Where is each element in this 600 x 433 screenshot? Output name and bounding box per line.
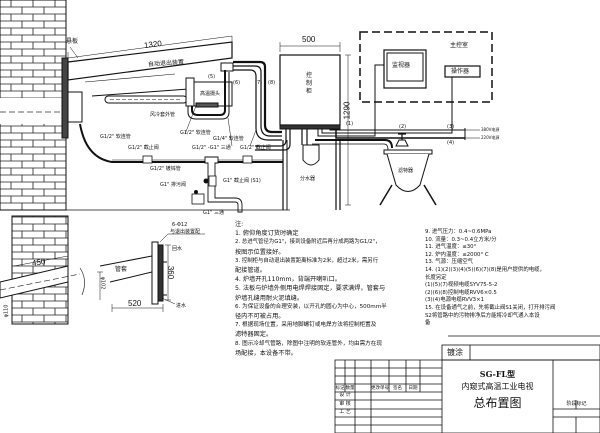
control-cabinet-label: 控制柜	[306, 72, 313, 95]
header-date: 日期	[408, 386, 418, 391]
power-220v-label: 220V电源	[481, 135, 500, 140]
note-line: 滤特器固定。	[235, 331, 273, 339]
hose-1-4-label: G1/4" 软连管	[213, 136, 244, 142]
sleeve-label: 管套	[115, 266, 128, 273]
product-label: 内窥式高温工业电视	[461, 382, 534, 391]
cable-3-label: (3)	[447, 124, 455, 130]
camera-head-label: 高温摄头	[200, 91, 221, 97]
header-change-no: 更改单号	[371, 386, 389, 391]
cabinet-height-dimension: 1290	[342, 101, 352, 120]
header-quantity: 数量	[345, 386, 355, 391]
dim-360: 360	[166, 265, 176, 280]
drawing-title: 总布置图	[473, 396, 522, 410]
cooling-jacket-label: 风冷套外管	[150, 112, 176, 118]
valve-s1-label: G1" 截止阀 (S1)	[223, 178, 261, 184]
hose-1-2-label: G1/2" 软连管	[180, 130, 211, 136]
note-line: (1)(5)(7)视频电缆SYV75-5-2	[425, 282, 498, 289]
note-line: 场配接，本设备不带。	[235, 349, 297, 357]
dim-phi110: φ110	[3, 304, 10, 318]
note-line: 长度另定	[425, 274, 447, 281]
note-line: 13. 气源：压缩空气	[425, 259, 474, 266]
notes-right: 9. 进气压力：0.4~0.6MPa 10. 流量：0.3~0.4立方米/分 1…	[425, 229, 555, 328]
main-pipe-label: G1/2" 镀锌管	[150, 166, 181, 172]
note-line: (3)(4)电源电缆RVV3×1	[425, 297, 485, 304]
cable-2-label: (2)	[399, 124, 407, 130]
drain-valve-label: G1" 排污阀	[160, 182, 186, 188]
role-review: 审 核	[339, 401, 351, 407]
note-line: 备	[425, 320, 431, 327]
cable-5-label: (5)	[208, 74, 216, 80]
operator-label: 操作器	[451, 68, 470, 75]
cable-6-label: (6)	[233, 80, 241, 86]
filter-tank-label: 滤特器	[398, 168, 414, 174]
cable-8-label: (8)	[268, 80, 276, 86]
dim-520: 520	[128, 299, 142, 308]
note-line: 11. 进气温度：≤30°	[425, 244, 477, 251]
power-380v-label: 380V电源	[481, 127, 500, 132]
dim-phi102: φ102	[99, 276, 106, 290]
cable-7-label: (7)	[255, 80, 263, 86]
bolt-holes-label: 6-Φ12	[172, 222, 188, 228]
role-process: 工 艺	[339, 409, 351, 415]
note-line: 10. 流量：0.3~0.4立方米/分	[425, 236, 497, 243]
notes-heading: 注:	[235, 221, 244, 228]
control-room-label: 主控室	[450, 42, 469, 49]
note-line: 按图示位置接好。	[235, 248, 285, 256]
finish-label: 镀涂	[447, 348, 463, 357]
note-line: 径内不可被占用。	[235, 313, 285, 321]
header-signature: 签名	[393, 386, 402, 391]
dim-450: 450	[31, 257, 46, 268]
tee-top-label: G1/2" -G1" 三通	[192, 145, 231, 151]
model-label: SG-FL型	[479, 369, 516, 379]
cable-1-label: (1)	[346, 121, 354, 127]
note-line: 1. 俯仰角度订货时确定	[235, 230, 299, 238]
note-line: 3. 控制柜与自动退出装置距离标准为2米，超过2米，需另行	[235, 257, 379, 264]
tee-bottom-label: G1" 三通	[203, 210, 224, 216]
cable-4-label: (4)	[447, 140, 455, 146]
stage-label: 阶段标记	[566, 401, 587, 407]
note-line: 7. 根据现场位置，采用地脚螺钉或电焊方法将控制柜置及	[235, 322, 377, 329]
valve-left-label: G1/2" 截止阀	[128, 145, 159, 151]
note-line: 12. 炉内温度：≤2000° C	[425, 251, 489, 258]
note-line: 9. 进气压力：0.4~0.6MPa	[425, 229, 492, 235]
furnace-wall-top	[0, 0, 70, 211]
note-line: 8. 图示冷却气管路，除图中注明的软连管外，均由需方在现	[235, 340, 382, 347]
note-line: 6. 为保证设备的合理安装，以开孔的圆心为中心，500mm半	[235, 303, 387, 310]
header-mark: 标记	[335, 386, 345, 391]
note-line: 2. 总进气管径为G1"，接到设备附近后再分成两路为G1/2"，	[235, 239, 381, 246]
return-water-label: 回水	[172, 246, 183, 252]
note-line: S2将管路中的污物排净后方能将冷却气通入本设	[425, 312, 540, 319]
hose-1-2-b-label: G1/2" 软连管	[100, 134, 131, 140]
note-line: (2)(6)(8)控制电缆RVV6×0.5	[425, 289, 497, 296]
monitor-label: 监视器	[392, 62, 411, 69]
mate-note-label: 与退出装置配	[170, 229, 201, 235]
note-line: 5. 法板与炉墙外侧用电焊焊接固定，要求满焊，管套与	[235, 285, 386, 293]
note-line: 14. (1)(2)(3)(4)(5)(6)(7)(8)是用户提供的电缆，	[425, 266, 545, 273]
cabinet-width-dimension: 500	[302, 35, 316, 44]
note-line: 4. 炉墙开孔110mm，背端开喇叭口。	[235, 276, 341, 284]
role-design: 设 计	[339, 392, 351, 398]
water-separator-label: 分水器	[300, 176, 316, 182]
note-line: 配接管道。	[235, 267, 266, 275]
inlet-water-label: 进水	[176, 303, 187, 309]
flange-label: 悬板	[66, 38, 79, 45]
note-line: 炉墙孔缝用耐火泥填缝。	[235, 294, 304, 302]
valve-right-label: G1/2" 截止阀	[240, 145, 271, 151]
notes-left: 注: 1. 俯仰角度订货时确定 2. 总进气管径为G1"，接到设备附近后再分成两…	[235, 220, 387, 358]
note-line: 15. 在设备通气之前，先将截止阀S1关闭，打开排污阀	[425, 304, 556, 311]
